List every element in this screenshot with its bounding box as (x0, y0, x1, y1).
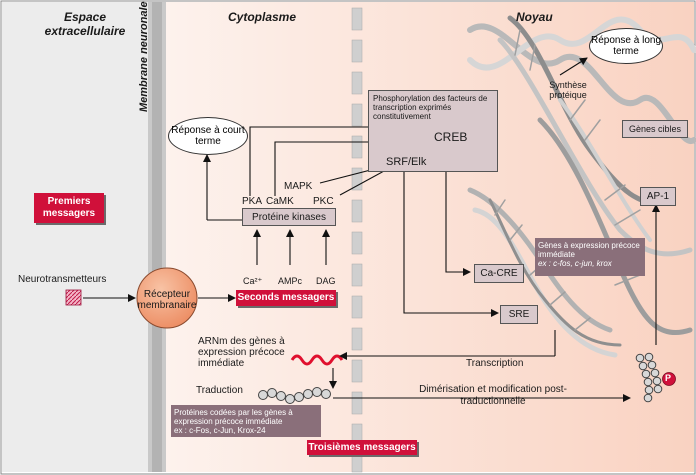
proteine-kinases-box: Protéine kinases (242, 208, 336, 226)
mapk-label: MAPK (284, 181, 313, 192)
pkc-label: PKC (313, 196, 334, 207)
reponse-long-terme-oval: Réponse à long terme (589, 28, 663, 64)
phosphorylation-text: Phosphorylation des facteurs de transcri… (373, 94, 488, 121)
phospho-circle (662, 372, 676, 386)
dimerisation-label: Dimérisation et modification post-traduc… (419, 384, 567, 407)
proteines-codees-box: Protéines codées par les gènes à express… (171, 405, 321, 437)
membrane-header: Membrane neuronale (138, 1, 150, 112)
cytoplasm-header: Cytoplasme (228, 10, 297, 24)
reponse-court-terme-oval: Réponse à court terme (168, 117, 248, 155)
ca-cre-box: Ca-CRE (474, 264, 524, 283)
seconds-messagers-box: Seconds messagers (236, 290, 336, 306)
calcium-label: Ca²⁺ (243, 276, 263, 286)
nucleus-header: Noyau (516, 10, 553, 24)
neurotransmitter-label: Neurotransmetteurs (18, 274, 107, 285)
transcription-label: Transcription (466, 358, 524, 369)
phosphorylation-box: Phosphorylation des facteurs de transcri… (368, 90, 498, 172)
pka-label: PKA (242, 196, 263, 207)
proteines-examples: ex : c-Fos, c-Jun, Krox-24 (174, 426, 266, 435)
mrna-squiggle (290, 354, 344, 366)
arnm-label: ARNm des gènes à expression précoce immé… (198, 336, 285, 369)
genes-precoce-text: Gènes à expression précoce immédiate (538, 241, 640, 259)
srf-elk-label: SRF/Elk (386, 156, 427, 168)
nuclear-envelope (351, 7, 363, 473)
protein-chain (258, 387, 331, 404)
genes-precoce-examples: ex : c-fos, c-jun, krox (538, 259, 612, 268)
sre-box: SRE (500, 305, 538, 324)
creb-label: CREB (434, 130, 468, 144)
synthese-label: Synthèse protéique (549, 80, 587, 100)
dag-label: DAG (316, 276, 336, 286)
genes-precoce-box: Gènes à expression précoce immédiate ex … (535, 238, 645, 276)
dimer-chains (635, 352, 663, 403)
extracellular-header: Espace extracellulaire (44, 10, 126, 38)
premiers-messagers-box: Premiers messagers (34, 193, 104, 223)
phospho-label: P (665, 373, 672, 383)
ampc-label: AMPc (278, 276, 303, 286)
receptor-label: Récepteur membranaire (137, 289, 197, 311)
receptor-shape (136, 267, 198, 329)
troisiemes-messagers-box: Troisièmes messagers (307, 440, 417, 455)
genes-cibles-box: Gènes cibles (622, 120, 688, 138)
neurotransmitter-square (65, 289, 82, 306)
traduction-label: Traduction (196, 385, 243, 396)
proteines-codees-text: Protéines codées par les gènes à express… (174, 408, 293, 426)
camk-label: CaMK (266, 196, 294, 207)
ap1-box: AP-1 (640, 187, 676, 206)
extracellular-region (2, 2, 148, 472)
